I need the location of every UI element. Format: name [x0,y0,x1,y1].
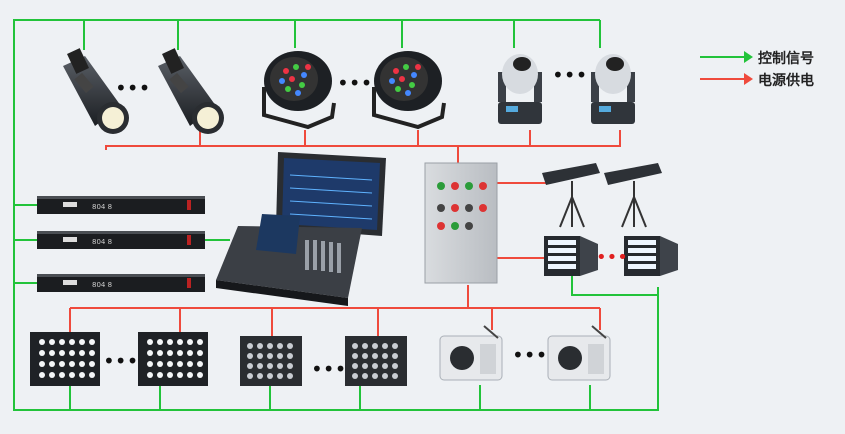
led-flood-light-1 [30,332,100,386]
moving-head-light-1 [498,54,542,124]
lighting-console [216,152,386,306]
follow-spot-light-1 [542,163,600,228]
dimmer-label-2: 804 8 [92,238,112,246]
dimmer-pack-3 [37,274,205,292]
control-signal-arrow-icon [744,51,753,63]
ellipsis-wall-washers: ••• [311,357,346,381]
dimmer-pack-1 [37,196,205,214]
ellipsis-par-lights: ••• [337,71,372,95]
control-to-cyc-lights [571,275,658,296]
cyc-light-2 [624,236,678,276]
ellipsis-moving-heads: ••• [552,63,587,87]
led-wall-washer-1 [240,336,302,386]
ellipsis-fog-machines: ••• [512,343,547,367]
cyc-light-1 [544,236,598,276]
led-par-light-2 [372,51,446,130]
legend-control-signal: 控制信号 [700,46,840,68]
power-supply-wiring [69,130,621,338]
control-signal-wiring [13,19,659,411]
fog-machine-2 [547,325,611,381]
led-wall-washer-2 [345,336,407,386]
ellipsis-cyc-lights: ••• [596,247,628,268]
moving-head-light-2 [591,54,635,124]
power-distribution-cabinet [424,162,498,284]
legend-control-label: 控制信号 [758,51,814,67]
ellipsis-profile-spots: ••• [115,76,150,100]
power-supply-arrow-icon [744,73,753,85]
control-left-trunk [13,19,659,411]
ellipsis-flood-lights: ••• [103,349,138,373]
led-flood-light-2 [138,332,208,386]
dimmer-label-1: 804 8 [92,203,112,211]
follow-spot-light-2 [604,163,662,228]
led-par-light-1 [262,51,336,130]
legend: 控制信号 电源供电 [700,46,840,90]
profile-spot-light-1 [63,48,129,134]
fog-machine-1 [439,325,503,381]
control-signal-swatch [700,56,746,58]
power-top-bus [105,130,621,150]
profile-spot-light-2 [158,48,224,134]
legend-power-label: 电源供电 [758,73,814,89]
dimmer-pack-2 [37,231,205,249]
legend-power-supply: 电源供电 [700,68,840,90]
dimmer-label-3: 804 8 [92,281,112,289]
power-supply-swatch [700,78,746,80]
